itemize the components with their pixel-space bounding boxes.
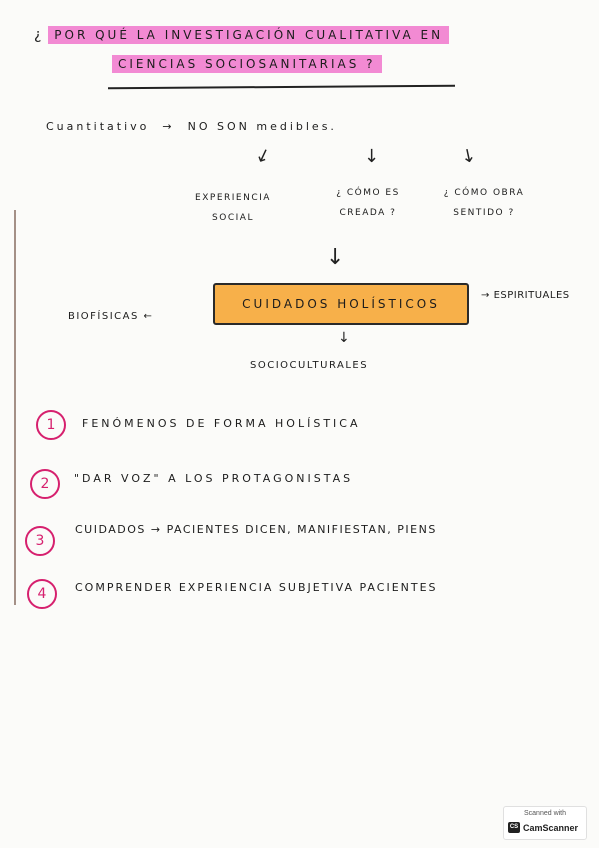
arrow-to-sociocultural: ↓ (338, 330, 350, 346)
camscanner-logo-icon: CS (508, 822, 520, 833)
biophysical-label: BIOFÍSICAS (68, 311, 139, 322)
point-2-number-circle: 2 (30, 469, 60, 499)
point-3-number-circle: 3 (25, 526, 55, 556)
branch-2-line-2: CREADA ? (339, 208, 397, 218)
point-1-number-circle: 1 (36, 410, 66, 440)
point-1-text: FENÓMENOS DE FORMA HOLÍSTICA (82, 417, 361, 430)
arrow-to-branch-3: ↓ (458, 144, 479, 169)
title-line-1: ¿ POR QUÉ LA INVESTIGACIÓN CUALITATIVA E… (34, 26, 450, 44)
spiritual-group: → ESPIRITUALES (481, 290, 570, 301)
branch-how-makes-sense: ¿ CÓMO OBRA SENTIDO ? (424, 183, 544, 223)
spiritual-arrow: → (481, 290, 490, 301)
point-2-text: "DAR VOZ" A LOS PROTAGONISTAS (74, 472, 354, 485)
holistic-care-label: CUIDADOS HOLÍSTICOS (242, 297, 440, 311)
spiritual-label: ESPIRITUALES (493, 290, 570, 301)
page-margin-line (14, 210, 16, 605)
sociocultural-label: SOCIOCULTURALES (250, 360, 369, 371)
title-underline (107, 84, 456, 90)
branch-social-experience: EXPERIENCIA SOCIAL (178, 188, 288, 228)
arrow-to-center-box: ↓ (326, 245, 345, 270)
quantitative-row: Cuantitativo → NO SON medibles. (46, 120, 337, 133)
branch-how-created: ¿ CÓMO ES CREADA ? (318, 183, 418, 223)
not-measurable-label: NO SON medibles. (187, 120, 337, 133)
camscanner-badge: Scanned with CS CamScanner (503, 806, 587, 840)
holistic-care-box: CUIDADOS HOLÍSTICOS (213, 283, 469, 325)
quantitative-label: Cuantitativo (46, 120, 150, 133)
badge-brand: CamScanner (523, 822, 579, 833)
biophysical-arrow: ← (143, 311, 154, 322)
biophysical-group: BIOFÍSICAS ← (68, 311, 153, 322)
point-3-text: CUIDADOS → PACIENTES DICEN, MANIFIESTAN,… (75, 523, 437, 536)
quantitative-arrow: → (162, 120, 175, 133)
branch-3-line-2: SENTIDO ? (453, 208, 515, 218)
branch-1-line-1: EXPERIENCIA (195, 193, 271, 203)
branch-1-line-2: SOCIAL (212, 213, 254, 223)
point-4-number-circle: 4 (27, 579, 57, 609)
title-line-2-text: CIENCIAS SOCIOSANITARIAS ? (112, 55, 382, 73)
point-4-text: COMPRENDER EXPERIENCIA SUBJETIVA PACIENT… (75, 581, 438, 594)
branch-2-line-1: ¿ CÓMO ES (336, 188, 400, 198)
badge-scanned-with: Scanned with (523, 810, 567, 817)
badge-brand-row: CS CamScanner (508, 822, 578, 833)
title-line-2: CIENCIAS SOCIOSANITARIAS ? (112, 55, 382, 73)
title-line-1-text: POR QUÉ LA INVESTIGACIÓN CUALITATIVA EN (48, 26, 450, 44)
arrow-to-branch-2: ↓ (364, 146, 380, 167)
title-question-mark: ¿ (34, 27, 42, 43)
arrow-to-branch-1: ↓ (251, 143, 275, 170)
branch-3-line-1: ¿ CÓMO OBRA (443, 188, 525, 198)
